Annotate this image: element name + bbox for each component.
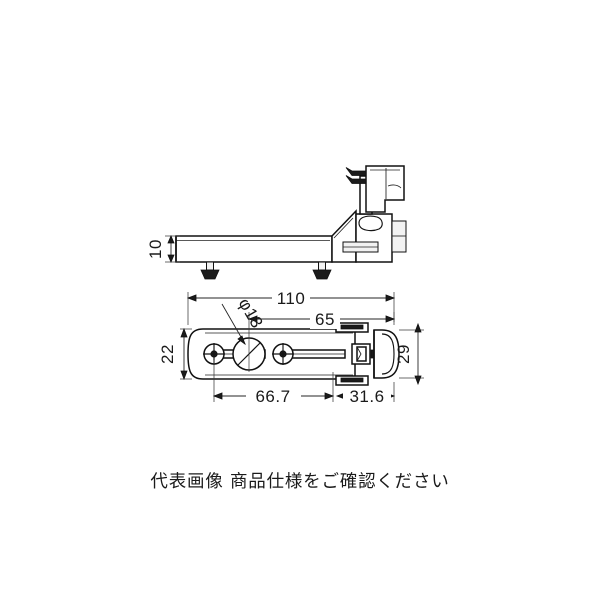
dimension-label-31-6: 31.6 bbox=[349, 387, 384, 406]
plan-upper-wing-slot bbox=[340, 324, 364, 330]
plan-connector-area bbox=[335, 322, 400, 386]
dimension-width-29: 29 bbox=[394, 322, 424, 386]
dim65-arrow-left bbox=[247, 315, 258, 323]
plan-screw-right bbox=[272, 343, 294, 365]
side-head-right-tab bbox=[391, 220, 407, 253]
dim110-arrow-left bbox=[186, 294, 197, 302]
dim316-label-bg bbox=[343, 386, 391, 406]
dim10-arrow-top bbox=[167, 234, 175, 244]
plan-right-end-cap-inner bbox=[381, 333, 395, 375]
dimension-label-phi13: φ13 bbox=[235, 295, 267, 332]
side-elevation-view: 10 bbox=[146, 165, 407, 280]
plan-socket-v-notch bbox=[356, 346, 362, 362]
dim667-arrow-left bbox=[212, 392, 223, 400]
dimension-label-22: 22 bbox=[158, 344, 177, 364]
dim65-label-bg bbox=[310, 309, 340, 329]
dim110-label-bg bbox=[272, 288, 310, 308]
dimension-label-29: 29 bbox=[394, 344, 413, 364]
dim22-arrow-bottom bbox=[180, 370, 188, 381]
dimension-label-66-7: 66.7 bbox=[255, 387, 290, 406]
dimension-label-10: 10 bbox=[146, 239, 165, 259]
side-clip-body bbox=[365, 165, 405, 213]
dimension-label-65: 65 bbox=[315, 310, 335, 329]
side-screw-left-head bbox=[200, 269, 220, 280]
dimension-width-22: 22 bbox=[158, 327, 192, 381]
dimension-thickness-10: 10 bbox=[146, 234, 180, 264]
dimension-overall-110: 110 bbox=[186, 288, 396, 325]
side-prong-lower bbox=[345, 175, 367, 184]
side-head-block bbox=[355, 213, 393, 263]
dim65-arrow-right bbox=[385, 315, 396, 323]
side-prong-upper bbox=[345, 167, 367, 176]
dim110-arrow-right bbox=[385, 294, 396, 302]
side-clip-inner-curve bbox=[387, 184, 402, 189]
dimension-65: 65 bbox=[247, 309, 396, 336]
image-caption: 代表画像 商品仕様をご確認ください bbox=[150, 472, 449, 492]
plan-hole-phi13 bbox=[232, 336, 266, 372]
dimension-66-7: 66.7 bbox=[212, 360, 335, 406]
side-screw-left bbox=[200, 261, 220, 280]
plan-body-outline bbox=[187, 328, 356, 380]
plan-top-view: 110 65 φ13 bbox=[158, 288, 424, 406]
dim22-arrow-top bbox=[180, 327, 188, 338]
dim10-arrow-bottom bbox=[167, 254, 175, 264]
side-ramp-inner-line bbox=[333, 217, 354, 239]
side-screw-right-shank bbox=[318, 261, 326, 271]
plan-body-inner-edges bbox=[205, 332, 353, 376]
dim-phi13-arrow bbox=[237, 335, 246, 346]
dimension-label-110: 110 bbox=[277, 289, 306, 308]
dim29-arrow-bottom bbox=[414, 375, 422, 386]
dim667-label-bg bbox=[246, 386, 301, 406]
dim29-arrow-top bbox=[414, 322, 422, 333]
side-recess-ellipse bbox=[358, 215, 383, 232]
side-bar-body bbox=[175, 235, 333, 263]
dimension-31-6: 31.6 bbox=[335, 382, 396, 406]
plan-lower-wing-slot bbox=[340, 377, 364, 383]
plan-screw-left bbox=[203, 343, 225, 365]
dim667-arrow-right bbox=[324, 392, 335, 400]
side-screw-right bbox=[312, 261, 332, 280]
side-screw-left-shank bbox=[206, 261, 214, 271]
side-screw-right-head bbox=[312, 269, 332, 280]
